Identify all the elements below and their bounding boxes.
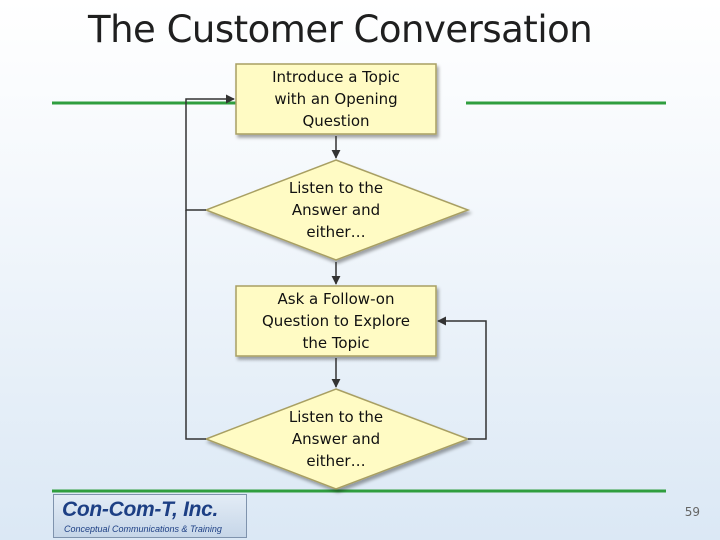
node-listen2-label: Listen to the Answer and either… <box>288 408 384 470</box>
node-followup-label: Ask a Follow-on Question to Explore the … <box>262 290 410 352</box>
node-intro-label: Introduce a Topic with an Opening Questi… <box>272 68 400 130</box>
logo-tagline: Conceptual Communications & Training <box>64 524 222 534</box>
node-listen2-shape <box>203 388 471 490</box>
node-listen1-shape <box>203 159 471 261</box>
edge-listen2-to-intro <box>185 210 206 440</box>
slide-number: 59 <box>684 505 700 519</box>
company-logo: Con-Com-T, Inc. Conceptual Communication… <box>53 494 247 538</box>
node-intro-shape <box>235 63 437 135</box>
edge-listen2-to-followup <box>437 316 487 440</box>
slide-title: The Customer Conversation <box>88 8 593 51</box>
logo-company-name: Con-Com-T, Inc. <box>62 498 219 521</box>
node-followup-shape <box>235 285 437 357</box>
edge-listen1-to-intro <box>185 94 235 211</box>
node-listen1-label: Listen to the Answer and either… <box>288 179 384 241</box>
